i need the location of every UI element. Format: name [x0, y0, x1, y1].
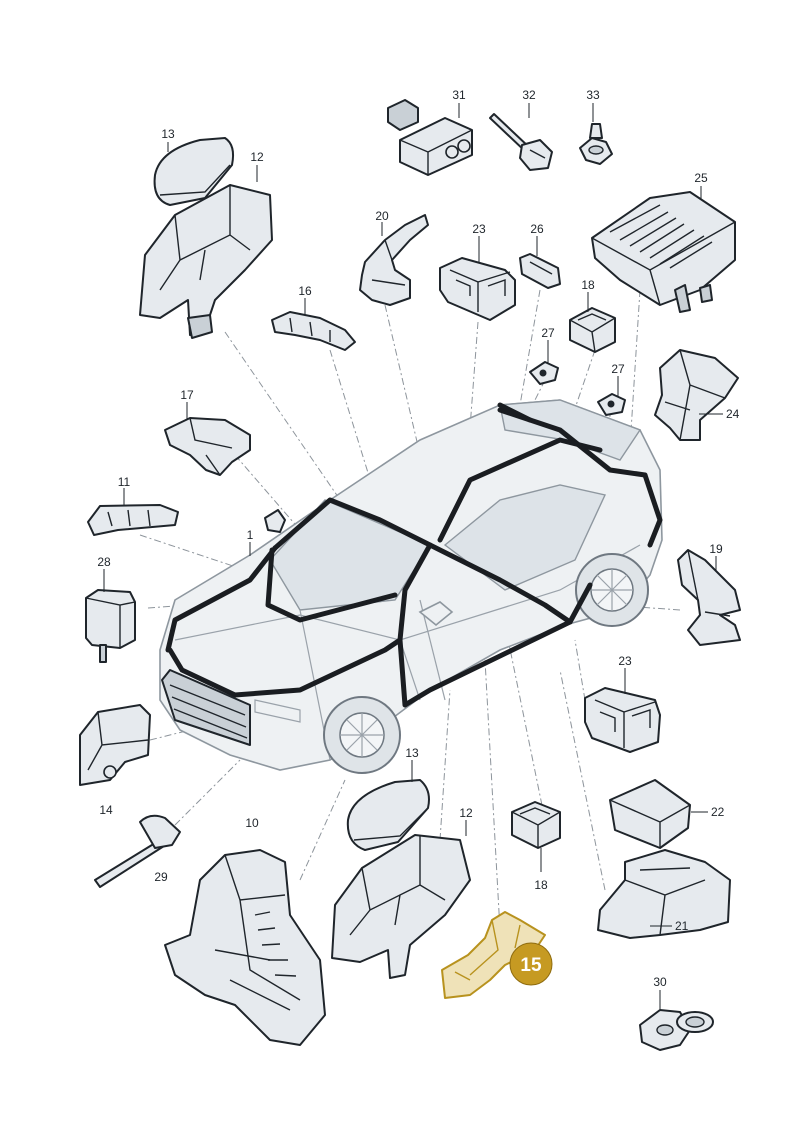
label-18-bottom: 18: [534, 878, 548, 892]
part-24-bracket: [654, 349, 739, 441]
part-18-holder-bottom: [511, 801, 561, 849]
label-12-bottom: 12: [459, 806, 473, 820]
part-16-bracket: [271, 311, 356, 351]
label-27-b: 27: [611, 362, 625, 376]
label-1: 1: [247, 528, 254, 542]
part-32-cable-tie: [489, 113, 553, 171]
label-16: 16: [298, 284, 312, 298]
highlight-badge-circle: [509, 942, 553, 986]
label-23-top: 23: [472, 222, 486, 236]
label-11: 11: [118, 475, 131, 489]
label-12-top: 12: [250, 150, 264, 164]
label-13-top: 13: [161, 127, 175, 141]
part-25-fuse-box: [591, 191, 736, 313]
label-19: 19: [709, 542, 723, 556]
label-23-bottom: 23: [618, 654, 632, 668]
part-labels: 31 32 33 13 12 25 20 23 26 16 18 27 27 1…: [97, 88, 739, 989]
part-12-bracket-bottom: [331, 834, 471, 979]
label-27-a: 27: [541, 326, 555, 340]
part-21-bracket: [597, 849, 731, 939]
label-28: 28: [97, 555, 111, 569]
label-ticks: [103, 103, 723, 1010]
label-14: 14: [99, 803, 113, 817]
label-30: 30: [653, 975, 667, 989]
label-25: 25: [694, 171, 708, 185]
part-20-bracket: [359, 214, 429, 306]
part-27-clip-a: [529, 361, 559, 385]
part-28-relay: [85, 589, 136, 663]
part-14-bracket: [79, 704, 151, 786]
part-19-bracket: [677, 549, 741, 646]
part-22-cover: [609, 779, 691, 849]
part-15-highlighted-bracket: [441, 911, 546, 999]
part-27-clip-b: [597, 393, 626, 416]
car-illustration: [159, 399, 663, 774]
part-17-bracket: [164, 417, 251, 476]
highlight-badge: 15: [509, 942, 553, 986]
label-29: 29: [154, 870, 168, 884]
part-11-connector-strip: [87, 504, 179, 536]
part-10-bracket: [164, 849, 326, 1046]
part-26-clip: [519, 253, 561, 289]
highlight-badge-label: 15: [520, 955, 542, 976]
label-20: 20: [375, 209, 389, 223]
label-17: 17: [180, 388, 194, 402]
part-29-cable-tie: [94, 814, 181, 888]
label-32: 32: [522, 88, 536, 102]
wiring-harness: [165, 402, 663, 708]
label-22: 22: [711, 805, 725, 819]
label-18-top: 18: [581, 278, 595, 292]
label-33: 33: [586, 88, 600, 102]
label-26: 26: [530, 222, 544, 236]
part-13-cover-top: [153, 137, 235, 206]
part-23-holder-top: [439, 257, 516, 321]
part-33-nut: [579, 123, 613, 165]
part-30-grommet: [639, 1009, 714, 1051]
label-21: 21: [675, 919, 689, 933]
part-13-cover-bottom: [346, 779, 430, 851]
part-1-plug: [264, 509, 286, 533]
label-31: 31: [452, 88, 466, 102]
label-13-bottom: 13: [405, 746, 419, 760]
part-23-holder-bottom: [584, 687, 661, 753]
label-10: 10: [245, 816, 259, 830]
part-31-control-module: [387, 99, 473, 176]
part-18-holder-top: [569, 307, 616, 353]
part-12-bracket-top: [139, 184, 273, 339]
label-24: 24: [726, 407, 740, 421]
